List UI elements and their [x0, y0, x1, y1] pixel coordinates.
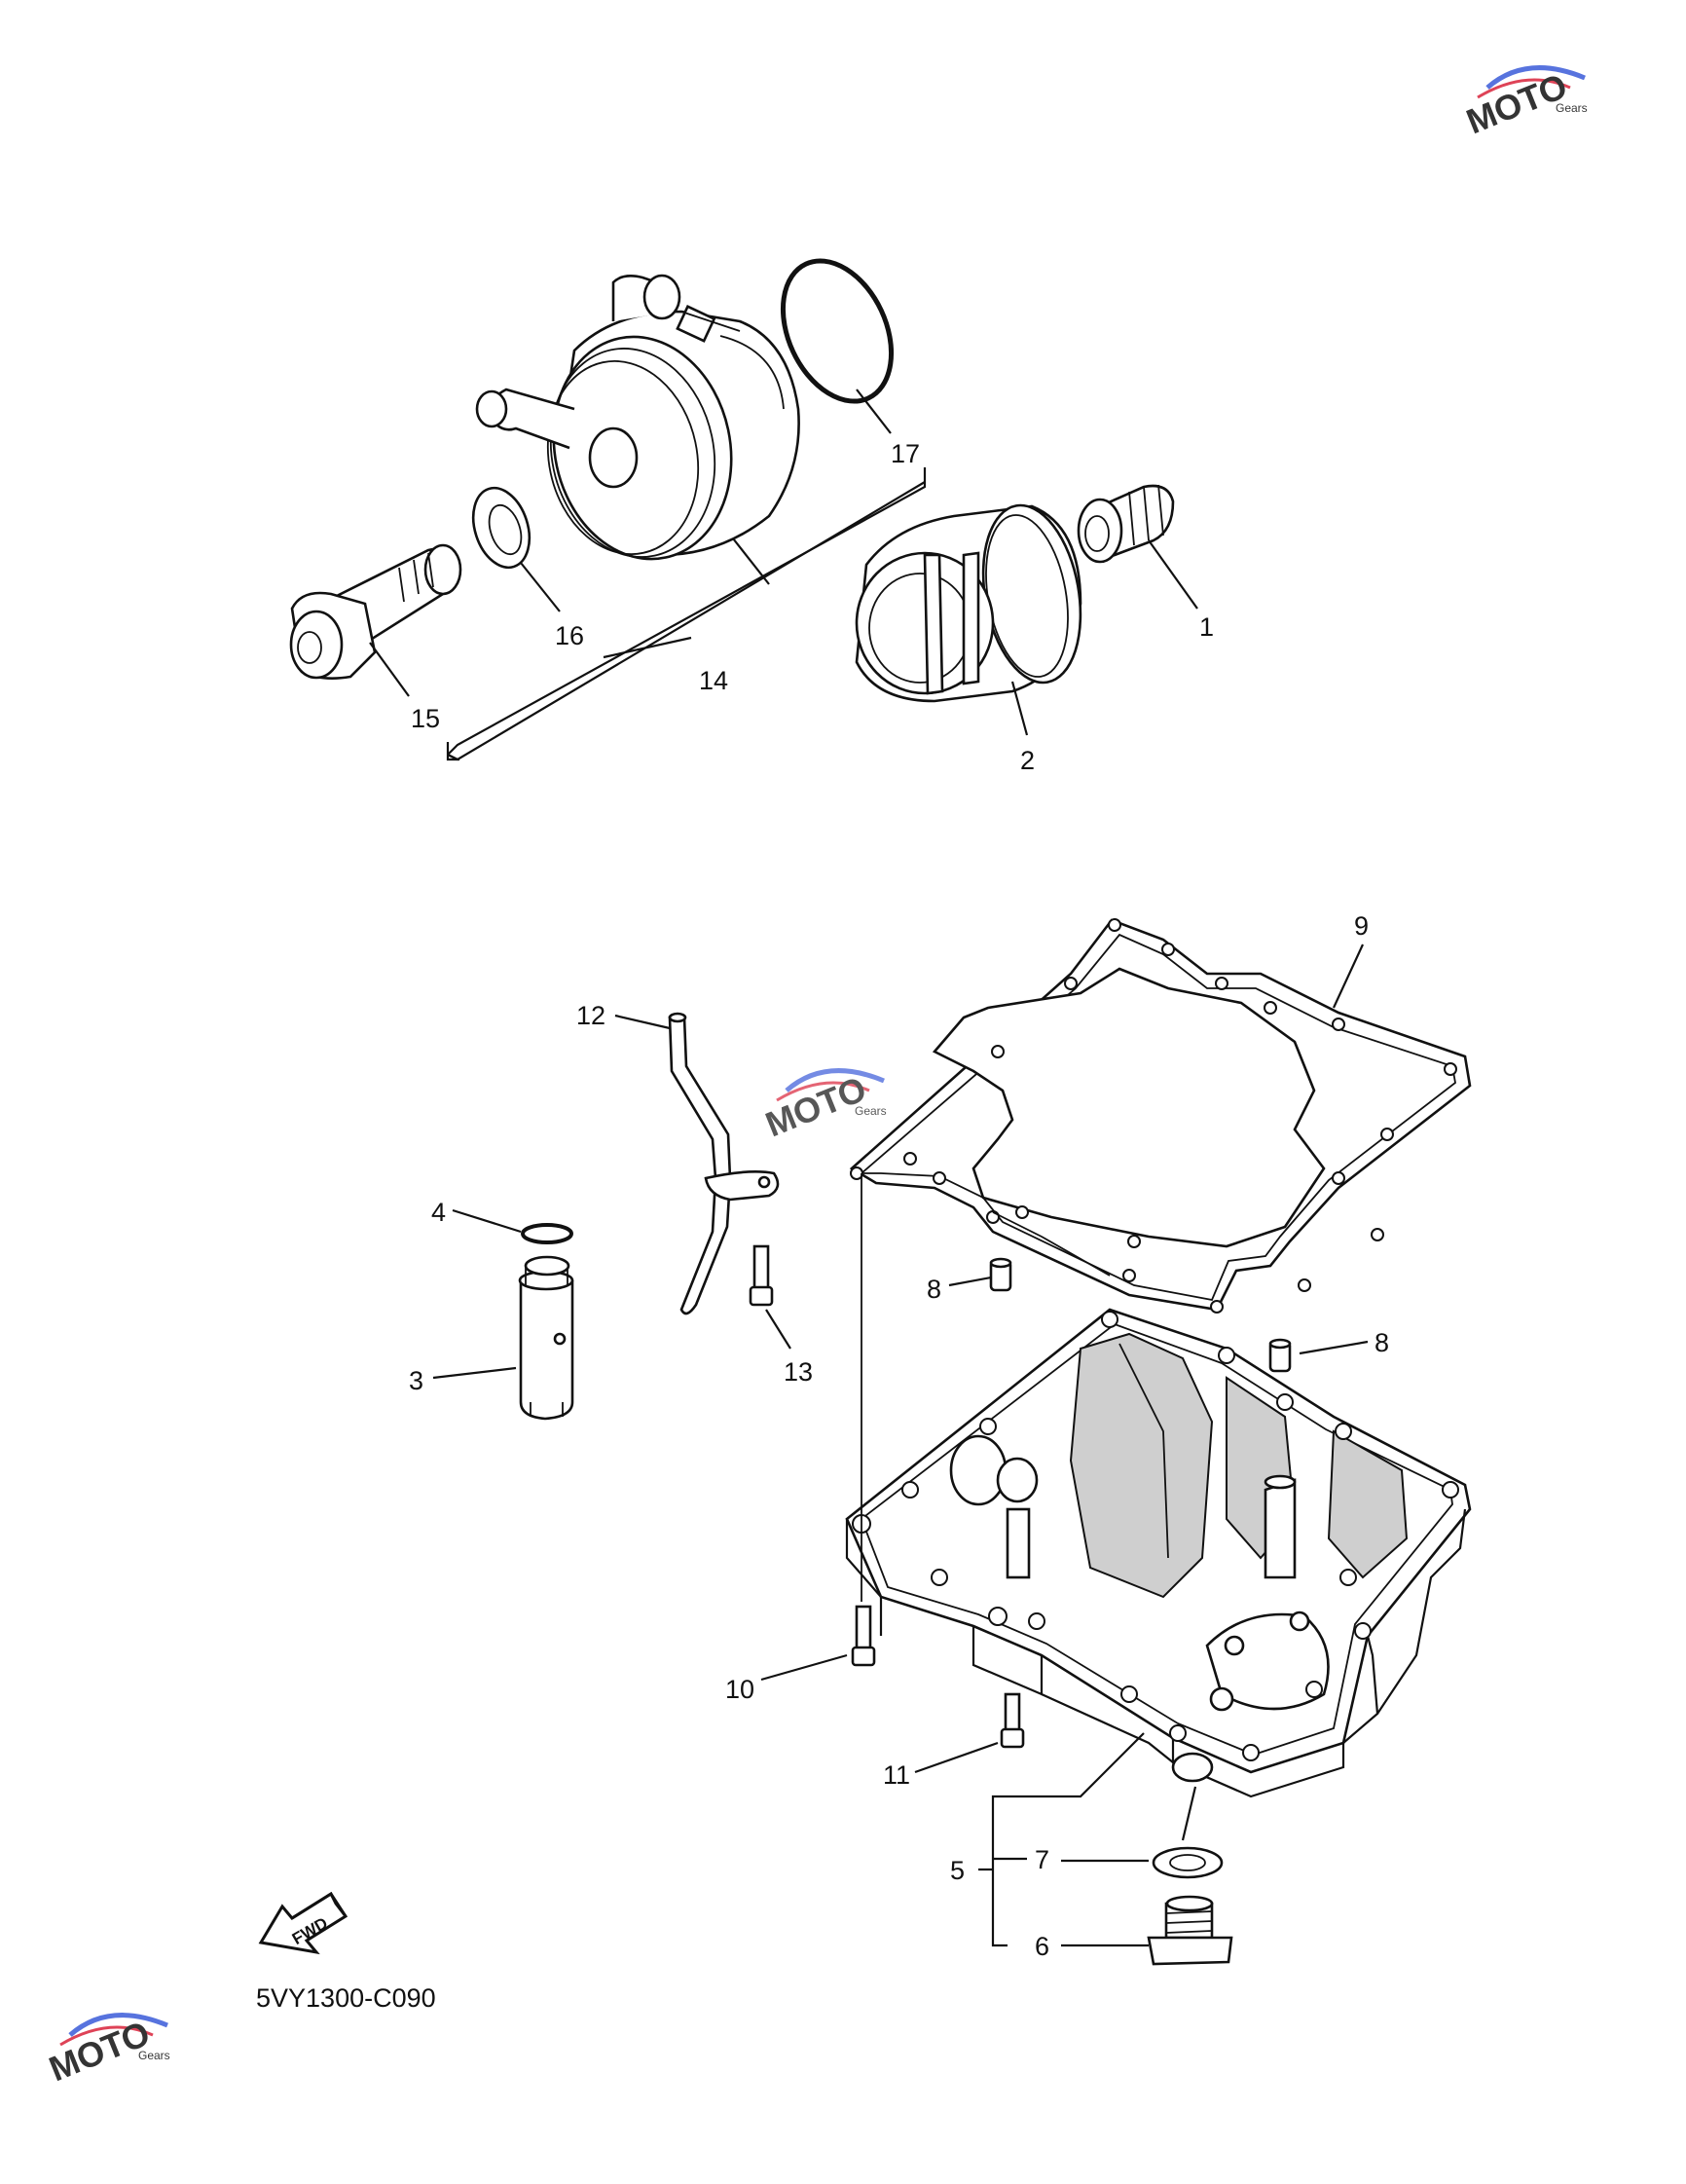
callout-13: 13: [784, 1357, 813, 1387]
callout-4: 4: [431, 1198, 446, 1227]
part-1-bolt: [1077, 484, 1175, 564]
callout-9: 9: [1354, 911, 1369, 941]
callout-2: 2: [1020, 746, 1035, 775]
callout-8-lower: 8: [1374, 1328, 1389, 1357]
part-7-washer: [1152, 1846, 1224, 1879]
part-10-bolt: [851, 1605, 876, 1667]
svg-text:Gears: Gears: [855, 1104, 887, 1118]
part-3-relief-valve: [518, 1255, 574, 1421]
callout-7: 7: [1035, 1845, 1049, 1874]
fwd-arrow-icon: FWD: [258, 1891, 348, 1955]
part-16-washer: [471, 486, 531, 570]
svg-text:Gears: Gears: [1556, 101, 1588, 115]
bracket-14-end: [446, 742, 459, 761]
part-4-o-ring: [521, 1223, 573, 1244]
callout-14: 14: [699, 666, 728, 695]
callout-5: 5: [950, 1856, 965, 1885]
part-15-union-bolt: [289, 543, 462, 680]
part-5-oil-pan: [845, 1308, 1472, 1798]
watermark-logo-bottom-left: MOTO Gears: [44, 2013, 170, 2089]
part-6-drain-bolt: [1147, 1895, 1233, 1966]
callout-8-upper: 8: [927, 1275, 941, 1304]
svg-text:Gears: Gears: [138, 2049, 170, 2062]
callout-17: 17: [891, 439, 920, 468]
watermark-logo-top-right: MOTO Gears: [1461, 65, 1588, 141]
part-17-o-ring: [780, 258, 895, 404]
part-9-gasket: [849, 918, 1472, 1314]
diagram-code: 5VY1300-C090: [256, 1983, 436, 2013]
callout-1: 1: [1199, 612, 1214, 642]
part-8-dowel-pin-lower: [1268, 1338, 1292, 1373]
part-8-dowel-pin-upper: [989, 1257, 1012, 1292]
callout-12: 12: [576, 1001, 605, 1030]
part-14-oil-cooler: [475, 274, 800, 561]
leader-lines-top: [369, 389, 1198, 760]
callout-6: 6: [1035, 1932, 1049, 1961]
watermark-logo-center: MOTO Gears: [760, 1068, 887, 1144]
callout-15: 15: [411, 704, 440, 733]
part-13-bolt: [749, 1244, 774, 1307]
callout-11: 11: [883, 1760, 910, 1790]
part-2-oil-filter: [855, 503, 1082, 703]
part-12-pipe: [668, 1012, 780, 1315]
callout-3: 3: [409, 1366, 423, 1395]
leader-lines-bottom: [432, 944, 1369, 1947]
callout-16: 16: [555, 621, 584, 650]
callout-10: 10: [725, 1675, 754, 1704]
part-11-bolt: [1000, 1692, 1025, 1749]
